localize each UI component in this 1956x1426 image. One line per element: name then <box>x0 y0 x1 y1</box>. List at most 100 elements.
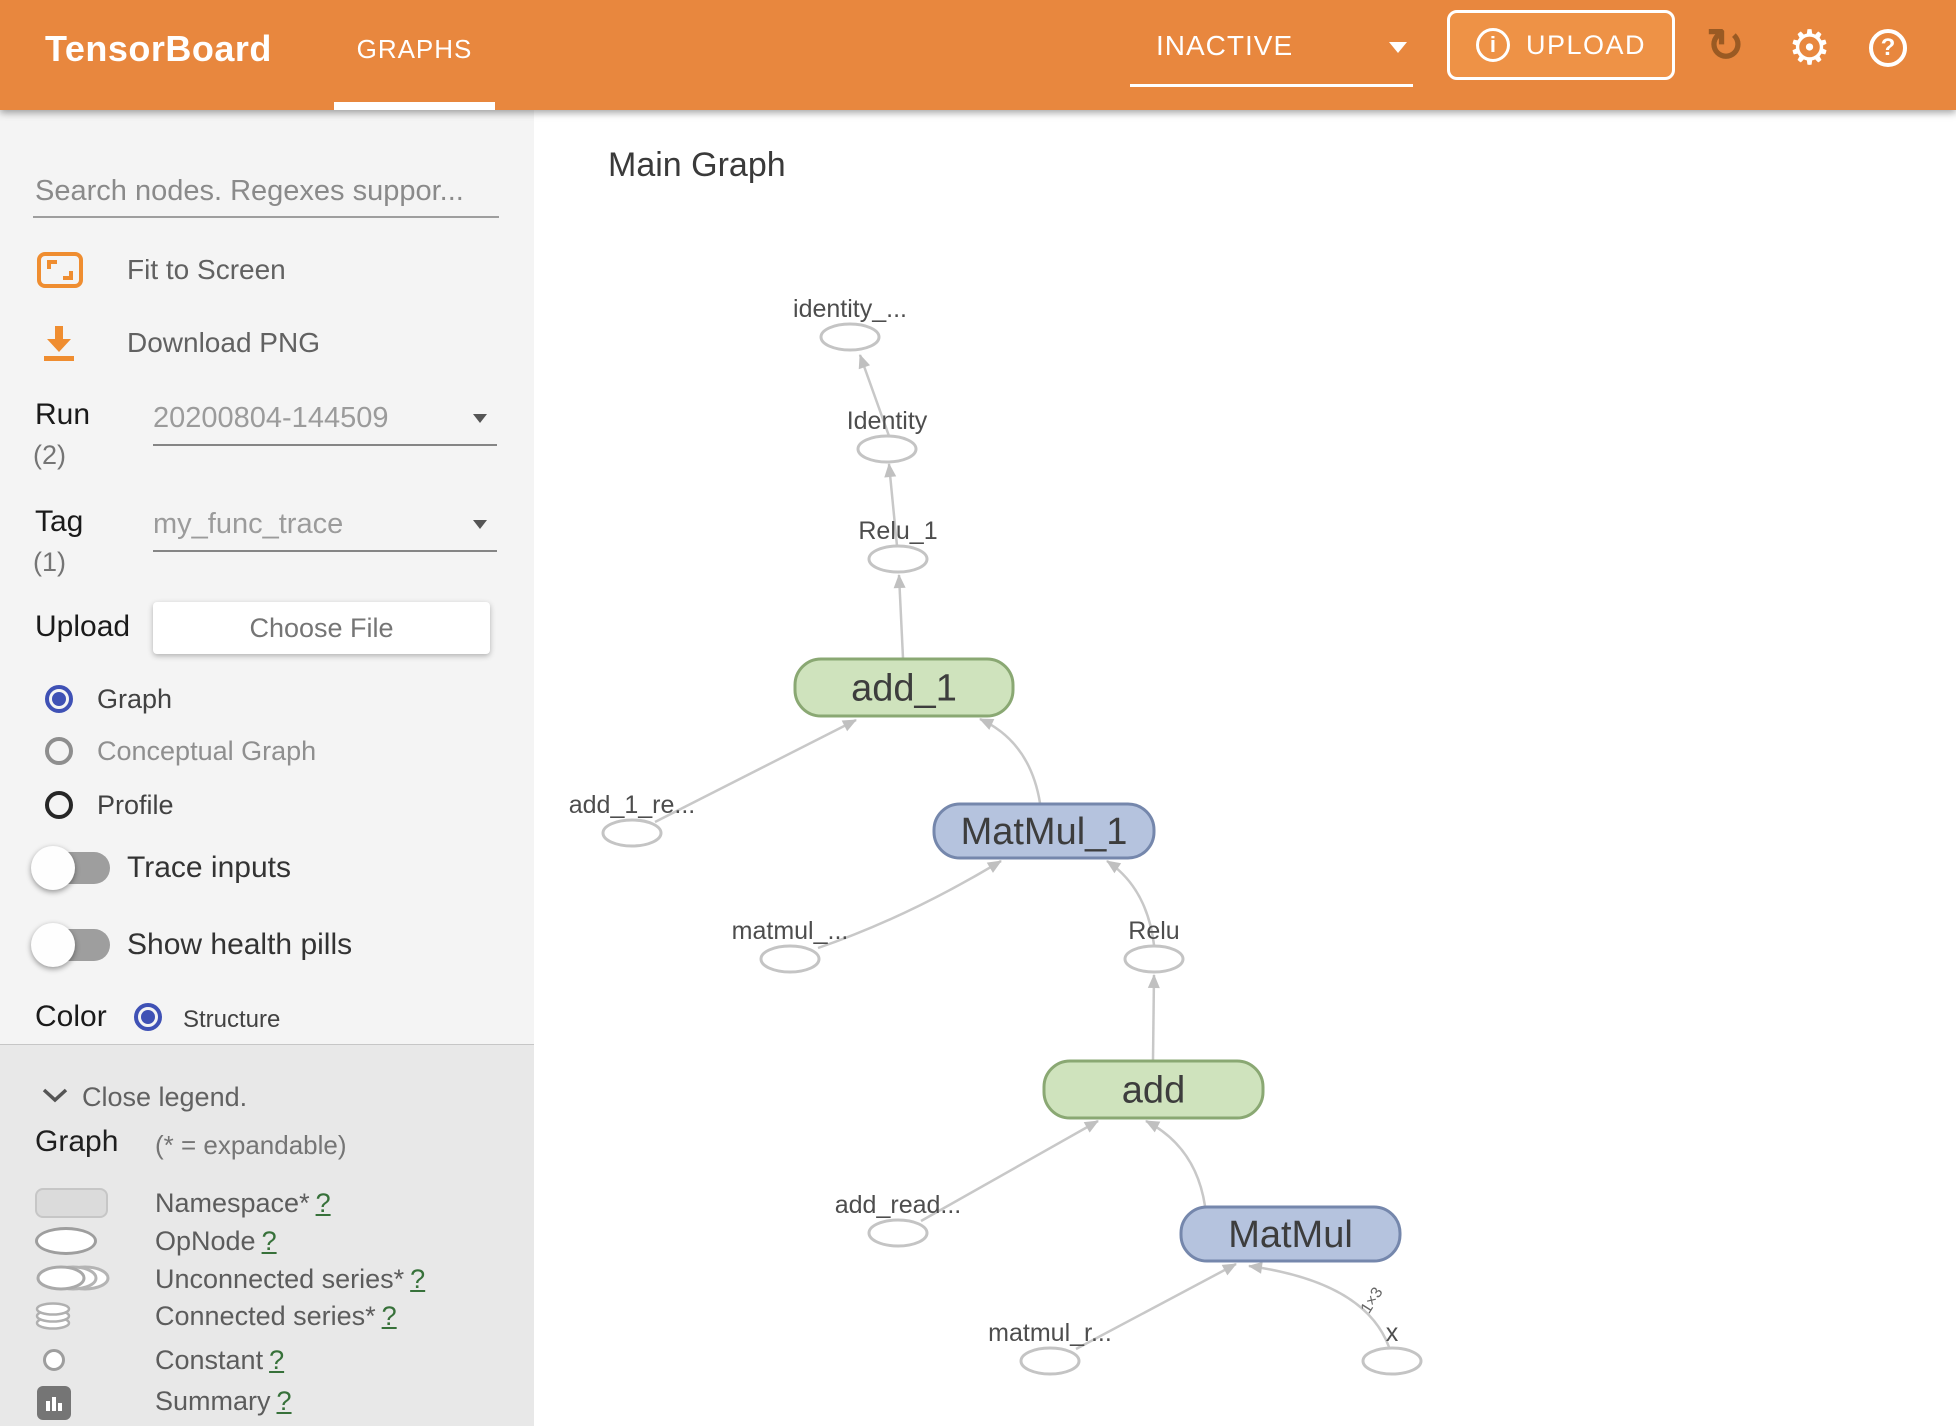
search-input[interactable] <box>33 166 499 218</box>
radio-color-structure[interactable] <box>134 1003 162 1031</box>
node-shape-add_1_read <box>601 818 663 848</box>
fit-to-screen-label: Fit to Screen <box>127 254 286 285</box>
node-shape-relu <box>1123 944 1185 974</box>
legend-item-summary: Summary? <box>155 1386 292 1417</box>
help-icon[interactable]: ? <box>1869 29 1907 67</box>
legend-item-namespace: Namespace*? <box>155 1188 331 1219</box>
run-select-arrow-icon <box>473 414 487 423</box>
trace-inputs-toggle[interactable] <box>31 846 110 890</box>
active-tab-indicator <box>334 102 495 110</box>
run-label: Run <box>35 398 91 431</box>
settings-gear-icon[interactable]: ⚙ <box>1788 22 1832 75</box>
graph-node-identity_out[interactable]: identity_... <box>793 295 907 352</box>
graph-edge-1 <box>884 463 899 547</box>
node-label-matmul_read: matmul_... <box>732 917 849 945</box>
color-label: Color <box>35 1000 107 1033</box>
dropdown-arrow-icon <box>1389 42 1407 53</box>
sidebar: Fit to Screen Download PNG Run (2) 20200… <box>0 110 534 1426</box>
graph-node-add_read[interactable]: add_read... <box>835 1191 962 1248</box>
download-png-label: Download PNG <box>127 327 320 358</box>
close-legend-button[interactable]: Close legend. <box>42 1079 342 1113</box>
node-label-relu: Relu <box>1128 917 1179 945</box>
trace-inputs-toggle-knob <box>31 846 75 890</box>
show-health-pills-label: Show health pills <box>127 928 353 961</box>
legend-item-namespace-label: Namespace* <box>155 1188 310 1218</box>
namespace-help-link[interactable]: ? <box>315 1188 331 1218</box>
constant-help-link[interactable]: ? <box>269 1345 285 1375</box>
legend-item-opnode-label: OpNode <box>155 1226 256 1256</box>
tag-select-arrow-icon <box>473 520 487 529</box>
node-label-identity: Identity <box>847 407 928 435</box>
legend-section-note: (* = expandable) <box>155 1130 347 1160</box>
summary-help-link[interactable]: ? <box>276 1386 292 1416</box>
legend-panel: Close legend. Graph (* = expandable) Nam… <box>0 1044 534 1426</box>
opnode-icon <box>35 1227 97 1255</box>
radio-conceptual-graph-label: Conceptual Graph <box>97 736 317 766</box>
unconnected-series-help-link[interactable]: ? <box>410 1264 426 1294</box>
node-label-add_read: add_read... <box>835 1191 962 1219</box>
graph-edge-2 <box>893 574 906 659</box>
upload-button[interactable]: i UPLOAD <box>1447 10 1675 80</box>
graph-node-x[interactable]: x <box>1361 1319 1423 1376</box>
run-select[interactable]: 20200804-144509 <box>153 402 497 446</box>
choose-file-button[interactable]: Choose File <box>153 602 490 654</box>
graph-node-add_1[interactable]: add_1 <box>793 657 1015 718</box>
node-shape-identity <box>856 434 918 464</box>
fit-to-screen-icon <box>37 252 83 288</box>
legend-item-constant: Constant? <box>155 1345 284 1376</box>
radio-graph[interactable] <box>45 685 73 713</box>
show-health-pills-toggle[interactable] <box>31 923 110 967</box>
graph-edge-9 <box>1145 1119 1207 1207</box>
node-shape-relu_1 <box>867 544 929 574</box>
status-dropdown[interactable]: INACTIVE <box>1130 0 1413 110</box>
tab-graphs[interactable]: GRAPHS <box>334 0 495 110</box>
bar-chart-glyph <box>46 1397 62 1411</box>
node-label-add_1_read: add_1_re... <box>569 791 696 819</box>
graph-node-relu_1[interactable]: Relu_1 <box>858 517 938 574</box>
namespace-icon <box>35 1188 108 1218</box>
graph-edge-10 <box>1075 1262 1237 1351</box>
legend-item-summary-label: Summary <box>155 1386 271 1416</box>
refresh-icon[interactable]: ↻ <box>1706 19 1745 71</box>
unconnected-series-icon <box>36 1265 110 1291</box>
tag-select[interactable]: my_func_trace <box>153 508 497 552</box>
node-label-matmul: MatMul <box>1228 1214 1353 1256</box>
graph-node-matmul_read_1[interactable]: matmul_r... <box>988 1319 1112 1376</box>
node-shape-x <box>1361 1346 1423 1376</box>
node-shape-matmul <box>1179 1205 1402 1263</box>
graph-node-add[interactable]: add <box>1042 1059 1265 1120</box>
node-label-add_1: add_1 <box>851 668 957 710</box>
graph-node-matmul_read[interactable]: matmul_... <box>732 917 849 974</box>
radio-profile-label: Profile <box>97 790 174 820</box>
node-label-relu_1: Relu_1 <box>858 517 937 545</box>
legend-item-connected-series: Connected series*? <box>155 1301 397 1332</box>
legend-item-connected-series-label: Connected series* <box>155 1301 376 1331</box>
legend-item-opnode: OpNode? <box>155 1226 277 1257</box>
run-count: (2) <box>33 440 66 470</box>
graph-node-relu[interactable]: Relu <box>1123 917 1185 974</box>
graph-node-identity[interactable]: Identity <box>847 407 928 464</box>
graph-node-matmul[interactable]: MatMul <box>1179 1205 1402 1263</box>
edge-shape-label: 1×3 <box>1358 1285 1387 1317</box>
radio-profile[interactable] <box>45 791 73 819</box>
legend-item-unconnected-series-label: Unconnected series* <box>155 1264 405 1294</box>
app-title: TensorBoard <box>45 28 272 69</box>
node-label-matmul_read_1: matmul_r... <box>988 1319 1112 1347</box>
graph-node-add_1_read[interactable]: add_1_re... <box>569 791 696 848</box>
node-shape-add_read <box>867 1218 929 1248</box>
node-shape-matmul_read <box>759 944 821 974</box>
trace-inputs-label: Trace inputs <box>127 851 291 884</box>
status-dropdown-value: INACTIVE <box>1156 30 1294 61</box>
show-health-pills-toggle-knob <box>31 923 75 967</box>
upload-section-label: Upload <box>35 610 131 643</box>
opnode-help-link[interactable]: ? <box>261 1226 277 1256</box>
connected-series-help-link[interactable]: ? <box>381 1301 397 1331</box>
radio-conceptual-graph[interactable] <box>45 737 73 765</box>
graph-edge-5 <box>817 859 1002 950</box>
graph-edge-6 <box>1106 859 1156 946</box>
graph-edge-3 <box>654 718 857 824</box>
graph-node-matmul_1[interactable]: MatMul_1 <box>932 802 1156 860</box>
